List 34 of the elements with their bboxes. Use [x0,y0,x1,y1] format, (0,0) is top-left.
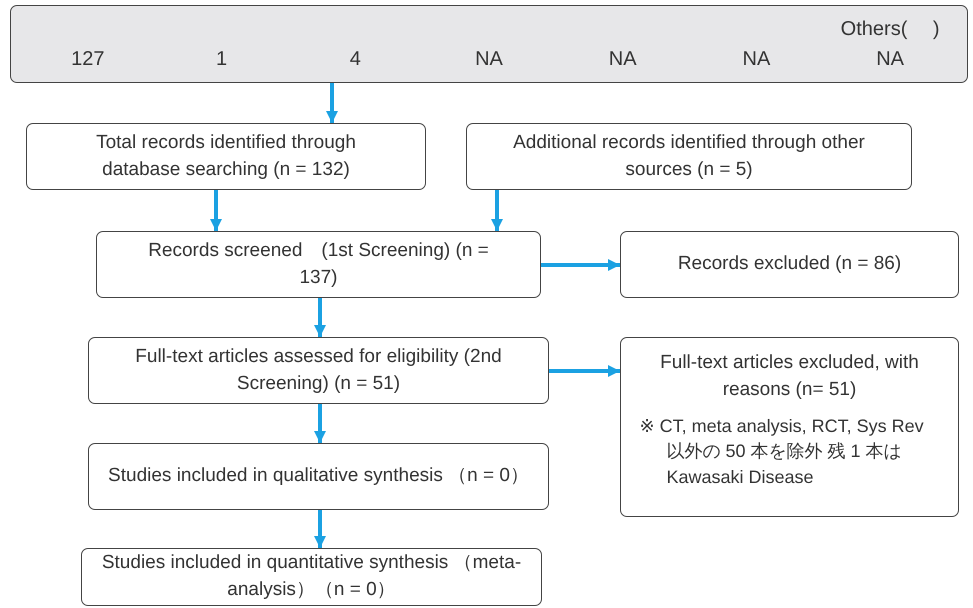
box-text: Studies included in quantitative synthesis （meta-analysis）（n = 0） [100,551,522,602]
process-box [466,123,912,190]
arrow [541,259,620,271]
arrow [326,83,338,123]
database-count: NA [608,47,638,72]
arrow [314,510,326,548]
database-count: Others( ) [840,17,941,42]
process-box [96,231,541,298]
process-box [620,337,959,517]
arrow [491,190,503,231]
process-box [26,123,426,190]
box-text: Records screened (1st Screening) (n = 137) [147,238,490,290]
database-count: 4 [348,47,362,72]
arrow [314,298,326,337]
box-text: Full-text articles assessed for eligibility (2nd Screening) (n = 51) [134,344,503,396]
process-box [88,443,549,510]
box-text: Total records identified through database searching (n = 132) [95,130,357,182]
database-count: 127 [70,47,106,72]
database-count: NA [875,47,906,72]
arrow [549,365,620,377]
box-text: Records excluded (n = 86) [678,252,902,276]
arrow [210,190,222,231]
process-box [81,548,542,606]
box-text: Studies included in qualitative synthesis （n = 0） [108,464,529,488]
database-count: NA [742,47,772,72]
arrow [314,404,326,443]
box-text: Additional records identified through other sources (n = 5) [512,130,866,182]
box-text: Full-text articles excluded, with reasons (n= 51) [659,351,920,402]
database-count: NA [474,47,504,72]
database-box [10,5,968,83]
database-count: 1 [215,47,228,72]
process-box [88,337,549,404]
note-text: ※ CT, meta analysis, RCT, Sys Rev 以外の 50 本を除外 残 1 本は Kawasaki Disease [640,414,925,490]
process-box [620,231,959,298]
